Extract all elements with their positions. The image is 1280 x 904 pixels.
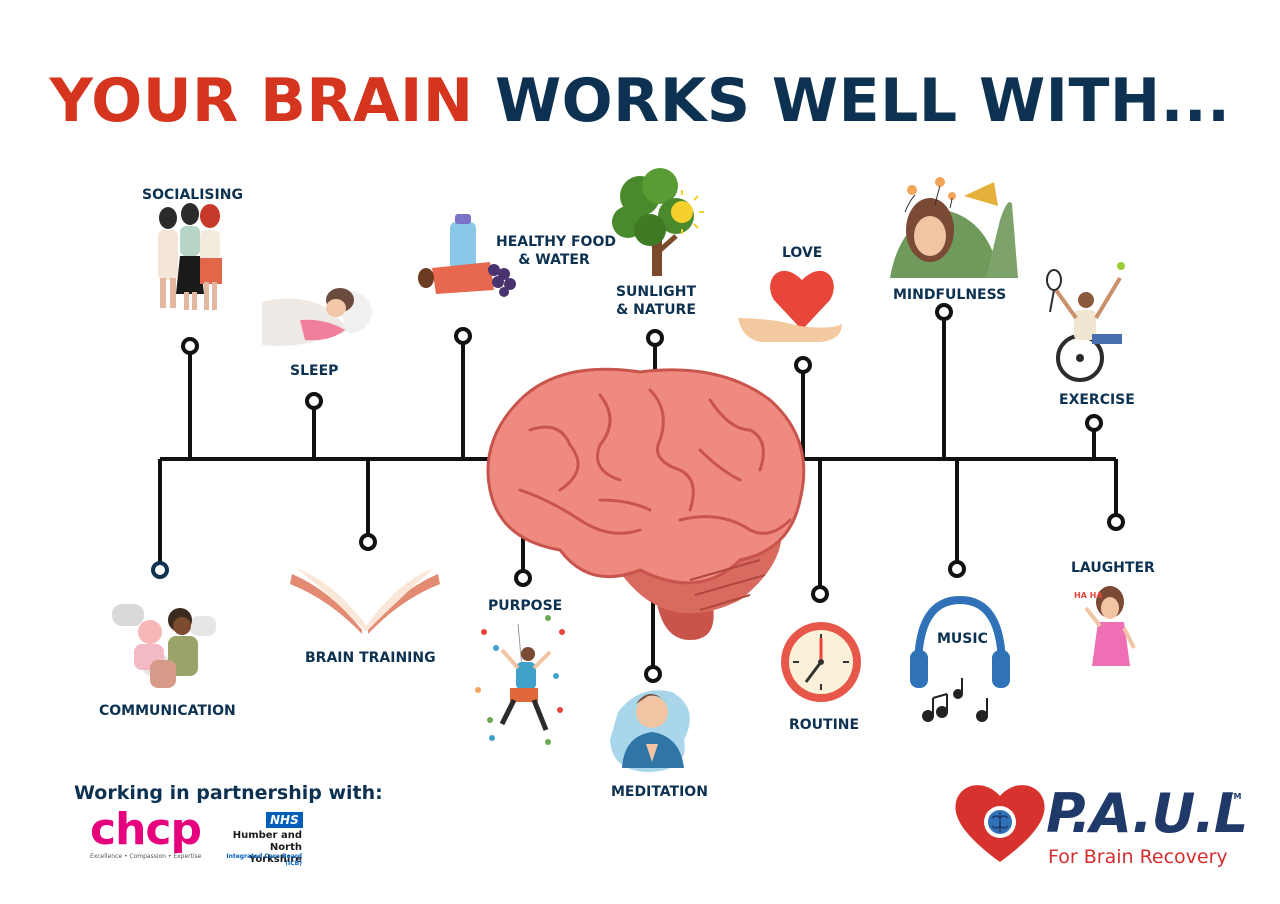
connector-nodes bbox=[151, 303, 1125, 683]
exercise-illustration bbox=[1046, 262, 1125, 382]
socialising-illustration bbox=[158, 203, 222, 310]
nhs-org-name: Humber and North Yorkshire bbox=[214, 830, 302, 866]
label-meditation: MEDITATION bbox=[611, 784, 708, 800]
routine-illustration bbox=[781, 622, 861, 702]
chcp-tagline: Excellence • Compassion • Expertise bbox=[90, 853, 202, 860]
label-healthy-food-line1: HEALTHY FOOD bbox=[496, 234, 616, 250]
label-purpose: PURPOSE bbox=[488, 598, 563, 614]
laugh-text: HA HA bbox=[1074, 591, 1103, 600]
paul-tagline: For Brain Recovery bbox=[1048, 846, 1228, 868]
label-sleep: SLEEP bbox=[290, 363, 339, 379]
label-healthy-food: HEALTHY FOOD & WATER bbox=[496, 233, 616, 269]
label-healthy-food-line2: & WATER bbox=[518, 252, 590, 268]
sleep-illustration bbox=[262, 288, 372, 346]
node-healthy-food bbox=[454, 327, 472, 345]
node-sleep bbox=[305, 392, 323, 410]
title-part2: WORKS WELL WITH... bbox=[494, 66, 1231, 136]
page-title: YOUR BRAIN WORKS WELL WITH... bbox=[0, 66, 1280, 136]
healthy-food-illustration bbox=[418, 214, 516, 297]
mindfulness-illustration bbox=[890, 177, 1018, 278]
label-brain-training: BRAIN TRAINING bbox=[305, 650, 436, 666]
chcp-logo: chcp bbox=[90, 804, 202, 855]
node-laughter bbox=[1107, 513, 1125, 531]
brain-training-illustration bbox=[290, 568, 440, 634]
node-routine bbox=[811, 585, 829, 603]
node-exercise bbox=[1085, 414, 1103, 432]
music-illustration bbox=[910, 595, 1010, 722]
paul-trademark: TM bbox=[1228, 792, 1242, 801]
node-brain-training bbox=[359, 533, 377, 551]
label-exercise: EXERCISE bbox=[1059, 392, 1135, 408]
nhs-line3: Integrated Care Board (ICB) bbox=[226, 853, 302, 867]
meditation-illustration bbox=[610, 690, 690, 772]
paul-logo-text: P.A.U.L bbox=[1046, 782, 1248, 845]
node-music bbox=[948, 560, 966, 578]
label-sunlight-nature: SUNLIGHT & NATURE bbox=[612, 283, 700, 319]
nhs-line1: Humber and bbox=[232, 830, 302, 841]
node-communication bbox=[151, 561, 169, 579]
label-routine: ROUTINE bbox=[789, 717, 860, 733]
communication-illustration bbox=[112, 604, 216, 688]
purpose-illustration bbox=[475, 615, 565, 745]
nhs-badge: NHS bbox=[266, 812, 303, 828]
label-sunlight-line2: & NATURE bbox=[616, 302, 696, 318]
label-music: MUSIC bbox=[937, 631, 988, 647]
label-communication: COMMUNICATION bbox=[99, 703, 236, 719]
title-part1: YOUR BRAIN bbox=[49, 66, 474, 136]
node-sunlight bbox=[646, 329, 664, 347]
love-illustration bbox=[738, 270, 842, 342]
label-mindfulness: MINDFULNESS bbox=[893, 287, 1007, 303]
paul-heart-logo bbox=[955, 785, 1045, 862]
node-meditation bbox=[644, 665, 662, 683]
chcp-logo-text: chcp bbox=[90, 804, 202, 855]
brain-illustration bbox=[486, 367, 806, 640]
node-mindfulness bbox=[935, 303, 953, 321]
node-socialising bbox=[181, 337, 199, 355]
laughter-illustration: HA HA bbox=[1074, 586, 1136, 666]
nhs-line2: North Yorkshire bbox=[249, 842, 302, 865]
label-sunlight-line1: SUNLIGHT bbox=[615, 284, 697, 300]
sunlight-nature-illustration bbox=[612, 168, 704, 276]
label-laughter: LAUGHTER bbox=[1071, 560, 1155, 576]
label-love: LOVE bbox=[782, 245, 823, 261]
node-love bbox=[794, 356, 812, 374]
node-purpose bbox=[514, 569, 532, 587]
partnership-text: Working in partnership with: bbox=[74, 782, 383, 804]
label-socialising: SOCIALISING bbox=[142, 187, 243, 203]
